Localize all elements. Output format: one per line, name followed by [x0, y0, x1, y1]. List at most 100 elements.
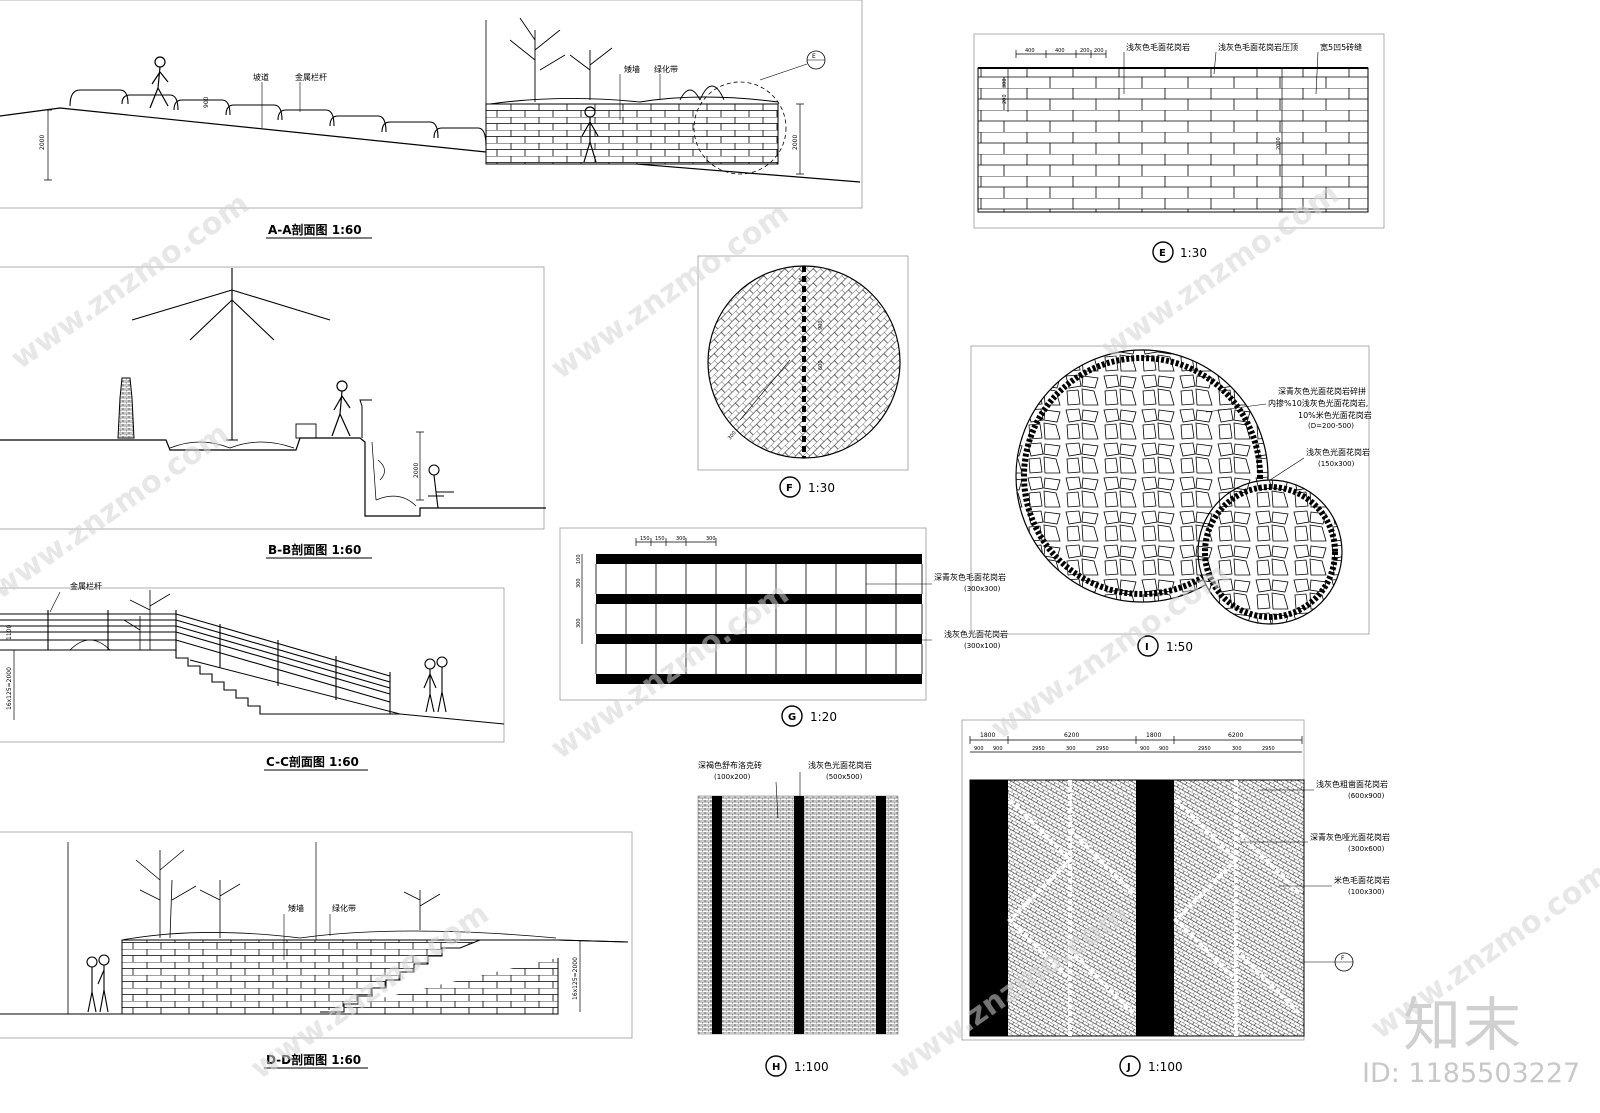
dim-height-cc: 16x125=2000: [6, 667, 13, 710]
scale-i: 1:50: [1166, 640, 1193, 654]
ground-bb: [0, 437, 546, 517]
dimsub-j-0: 900: [974, 746, 984, 752]
detail-j: 1800 6200 1800 6200 900 900 2950 300 295…: [961, 719, 1390, 1077]
section-aa: 2000 2000 900 坡道 金属栏杆 矮墙 绿化带 E A-A剖面图 1:…: [0, 0, 863, 239]
vdim-e-2: 2000: [1276, 137, 1282, 150]
detail-h: 深褐色舒布洛克砖 (100x200) 浅灰色光面花岗岩 (500x500) H …: [697, 760, 899, 1077]
section-cc: 16x125=2000 1100 金属栏杆 C-C剖面图 1:60: [0, 581, 505, 771]
dim-g-0: 150: [640, 536, 650, 542]
section-dd: 16x125=2000 矮墙 绿化带 D-D剖面图 1:60: [0, 831, 633, 1069]
label-j-2-name: 米色毛面花岗岩: [1334, 875, 1390, 885]
dim-e-0: 400: [1025, 48, 1035, 54]
label-i-a1: 深青灰色光面花岗岩碎拼: [1278, 386, 1366, 396]
label-j-1-name: 深青灰色哑光面花岗岩: [1310, 832, 1390, 842]
label-low-wall-dd: 矮墙: [288, 903, 304, 913]
label-j-1-size: (300x600): [1348, 845, 1385, 853]
dim-g-3: 300: [706, 536, 716, 542]
dim-height-bb: 2000: [413, 463, 420, 478]
detail-f: 300 900 600 300 F 1:30: [697, 255, 909, 498]
scale-e: 1:30: [1180, 246, 1207, 260]
stairs-cc: [0, 649, 505, 725]
label-e-b: 浅灰色毛面花岗岩压顶: [1218, 42, 1298, 52]
marker-e-letter: E: [1159, 248, 1166, 259]
label-h-1-size: (500x500): [826, 773, 863, 781]
label-e-c: 宽5凹5砖缝: [1320, 42, 1362, 52]
title-bb: B-B剖面图 1:60: [268, 542, 361, 557]
label-railing-aa: 金属栏杆: [295, 72, 327, 82]
detail-circle: [693, 81, 787, 175]
people-standing-icon: [423, 656, 448, 713]
metal-railing-cc: [0, 610, 391, 714]
dim-g-2: 300: [676, 536, 686, 542]
marker-h: [765, 1055, 787, 1077]
marker-i-letter: I: [1145, 642, 1149, 653]
callout-e-letter: E: [812, 53, 816, 60]
paving-circle-small: [1197, 479, 1343, 625]
person-walking-icon: [149, 56, 169, 109]
paving-grid-g: [595, 554, 923, 684]
marker-h-letter: H: [772, 1062, 780, 1073]
label-i-a3: 10%米色光面花岗岩: [1298, 410, 1372, 420]
dim-g-1: 150: [655, 536, 665, 542]
label-j-0-size: (600x900): [1348, 792, 1385, 800]
label-h-1-name: 浅灰色光面花岗岩: [808, 760, 872, 770]
frame-dd: [0, 831, 633, 1039]
scale-j: 1:100: [1148, 1060, 1183, 1074]
ramp-line: [0, 107, 861, 183]
dim-e-2: 200: [1080, 48, 1090, 54]
frame-e: [973, 33, 1385, 229]
frame-bb: [0, 266, 545, 530]
dim-f-1: 900: [818, 320, 824, 330]
frame-cc: [0, 587, 505, 743]
label-low-wall-aa: 矮墙: [624, 64, 640, 74]
planting-aa: [489, 17, 779, 105]
dimsub-j-5: 900: [1140, 746, 1150, 752]
vdim-g-1: 300: [576, 578, 582, 588]
callout-f-letter: F: [1341, 955, 1345, 962]
dimsub-j-4: 2950: [1096, 746, 1109, 752]
frame-g: [559, 527, 927, 701]
label-g-0-name: 深青灰色毛面花岗岩: [934, 572, 1006, 582]
watermark-logo: 知末: [1403, 991, 1524, 1059]
frame-i: [970, 345, 1370, 635]
title-aa: A-A剖面图 1:60: [268, 222, 362, 237]
scale-g: 1:20: [810, 710, 837, 724]
label-g-0-size: (300x300): [964, 585, 1001, 593]
dim-e-3: 200: [1094, 48, 1104, 54]
metal-railing: [69, 89, 487, 147]
scale-h: 1:100: [794, 1060, 829, 1074]
vdim-g-2: 300: [576, 618, 582, 628]
dim-rail: 900: [203, 96, 210, 108]
dimtop-j-1: 6200: [1064, 732, 1079, 739]
label-green-belt-aa: 绿化带: [654, 64, 678, 74]
dim-f-3: 300: [727, 430, 738, 441]
person-standing-icon: [581, 106, 599, 163]
person-silhouette-icon: [117, 377, 135, 439]
dim-rail-cc: 1100: [6, 625, 13, 640]
dimsub-j-1: 900: [993, 746, 1003, 752]
dim-height-dd: 16x125=2000: [572, 957, 579, 1000]
dimsub-j-3: 300: [1066, 746, 1076, 752]
marker-j-letter: J: [1126, 1062, 1131, 1073]
dim-height-left: 2000: [39, 135, 46, 150]
label-h-0-size: (100x200): [714, 773, 751, 781]
dimtop-j-0: 1800: [980, 732, 995, 739]
frame-aa: [0, 0, 863, 209]
stairs-dd: [320, 939, 629, 1013]
vdim-e-1: 200: [1002, 94, 1008, 104]
label-h-0-name: 深褐色舒布洛克砖: [698, 760, 762, 770]
low-wall-aa: [485, 103, 779, 165]
watermark-site: www.znzmo.com: [0, 416, 235, 606]
dimtop-j-2: 1800: [1146, 732, 1161, 739]
marker-g-letter: G: [788, 712, 796, 723]
dim-height-right: 2000: [792, 135, 799, 150]
section-bb: 2000 B-B剖面图 1:60: [0, 266, 546, 559]
label-i-a4: (D=200-500): [1308, 422, 1354, 430]
dim-f-0: 300: [798, 278, 808, 284]
marker-e: [1152, 241, 1174, 263]
dimtop-j-3: 6200: [1228, 732, 1243, 739]
detail-e: 400 400 200 200 300 200 2000 浅灰色毛面花岗岩 浅灰…: [973, 33, 1385, 263]
watermark-id: ID: 1185503227: [1362, 1058, 1581, 1089]
label-i-b2: (150x300): [1318, 460, 1355, 468]
